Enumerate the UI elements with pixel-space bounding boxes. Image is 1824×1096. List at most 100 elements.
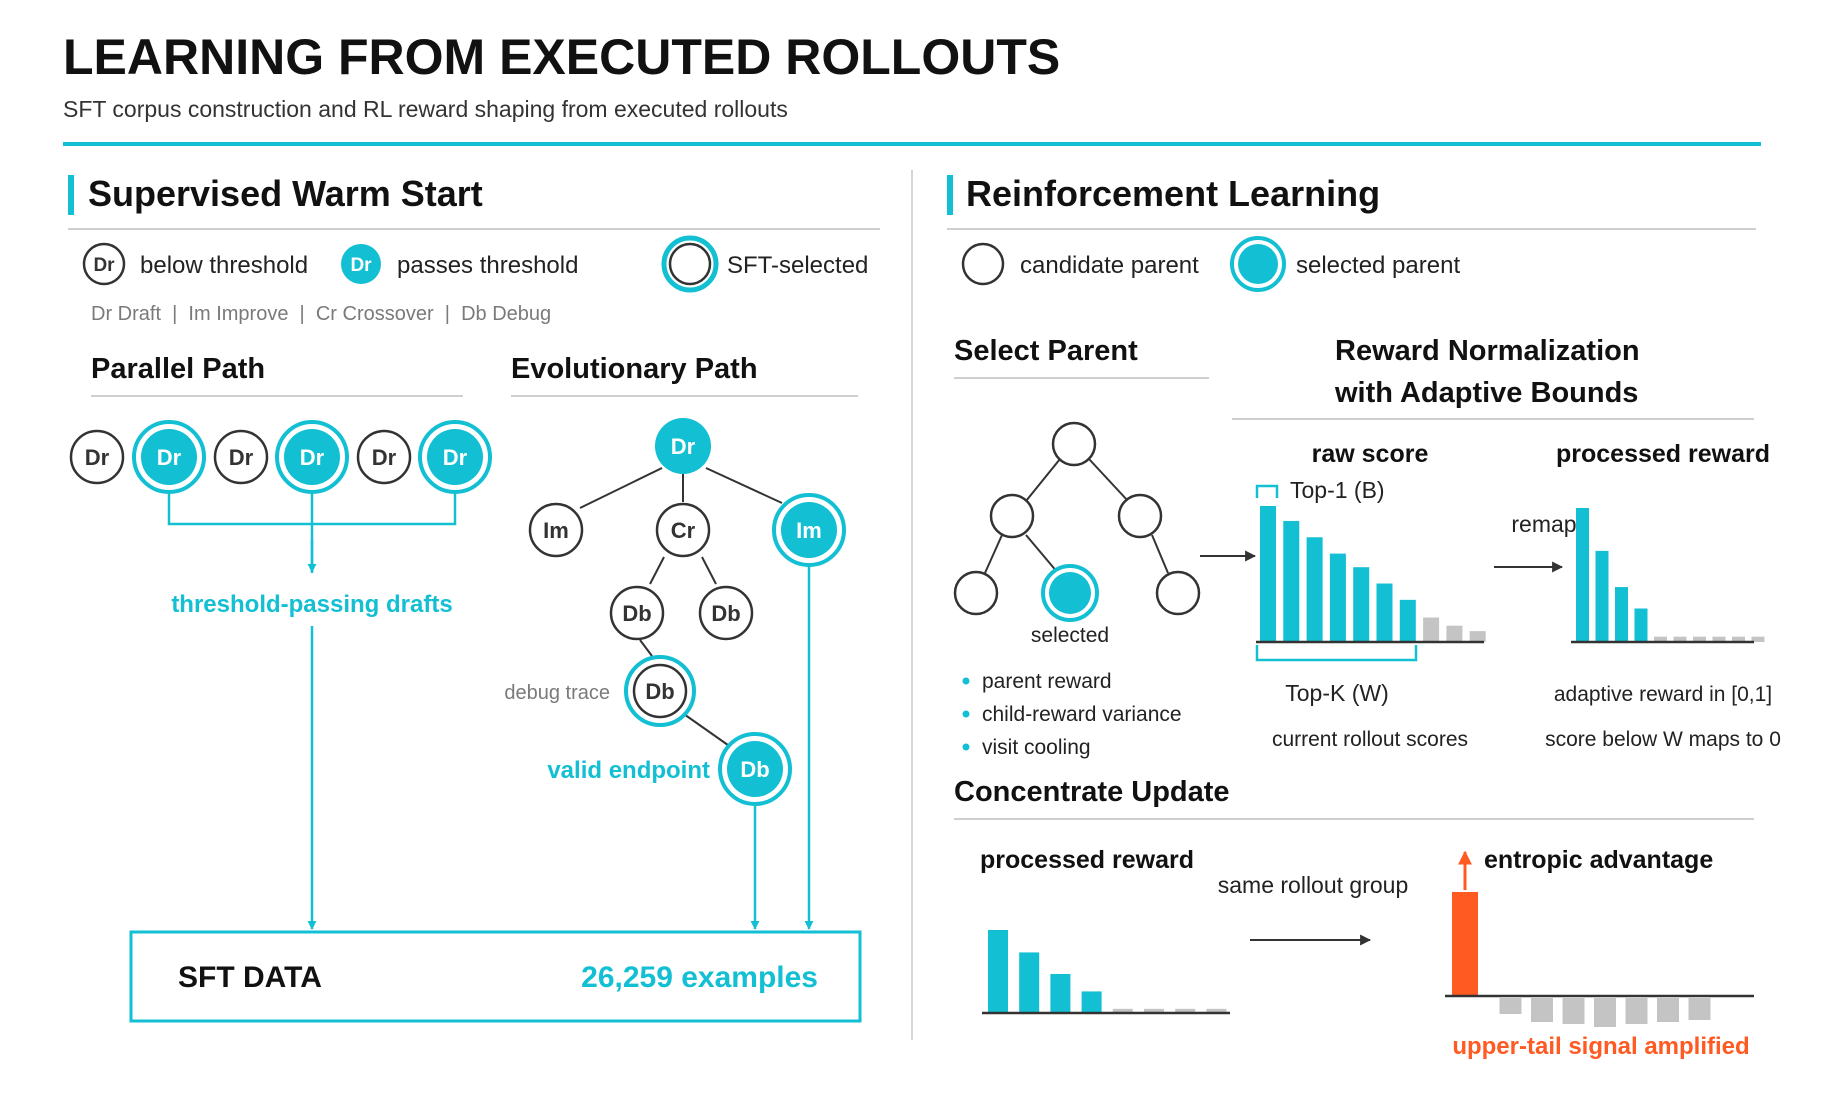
concentrate-processed-bar-1 — [988, 930, 1008, 1013]
parallel-heading: Parallel Path — [91, 353, 265, 385]
processed-caption-floor: score below W maps to 0 — [1545, 728, 1781, 751]
bullet-dot — [962, 743, 970, 751]
legend-selected-inner — [668, 242, 712, 286]
parallel-node-5-core — [356, 429, 412, 485]
legend-passes-threshold: Dr passes threshold — [341, 244, 578, 284]
topk-label: Top-K (W) — [1285, 680, 1389, 706]
evo-crossover-label: Cr — [671, 518, 696, 543]
processed-reward-bar-9 — [1732, 636, 1745, 642]
same-rollout-group-label: same rollout group — [1218, 872, 1409, 898]
parallel-node-2: Dr — [132, 420, 206, 494]
sft-data-count: 26,259 examples — [581, 961, 818, 994]
normalization-heading-line2: with Adaptive Bounds — [1334, 377, 1638, 409]
parallel-node-6: Dr — [418, 420, 492, 494]
evolutionary-edges — [579, 467, 783, 751]
parallel-node-2-core — [141, 429, 197, 485]
rl-heading-bar — [947, 175, 953, 215]
threshold-passing-caption: threshold-passing drafts — [171, 591, 452, 618]
remap-label: remap — [1511, 511, 1576, 537]
concentrate-processed-bars — [988, 930, 1227, 1013]
valid-endpoint-label: valid endpoint — [547, 757, 710, 784]
processed-reward-bar-7 — [1693, 636, 1706, 642]
raw-score-bar-5 — [1353, 567, 1370, 642]
abbreviation-key: Dr Draft | Im Improve | Cr Crossover | D… — [91, 303, 551, 325]
raw-score-bar-6 — [1376, 583, 1393, 642]
legend-candidate-node — [961, 242, 1005, 286]
parallel-node-3: Dr — [213, 429, 269, 485]
normalization-heading-line1: Reward Normalization — [1335, 335, 1640, 367]
legend-selected-parent-node — [1238, 244, 1278, 284]
tree-selected-node — [1049, 572, 1091, 614]
legend-passes-label: passes threshold — [397, 252, 578, 279]
evo-root-draft-core — [655, 418, 711, 474]
raw-score-bar-3 — [1306, 537, 1323, 642]
advantage-bar-6 — [1625, 998, 1648, 1024]
rl-panel: Reinforcement Learning candidate parent … — [947, 173, 1781, 1060]
concentrate-processed-bar-6 — [1144, 1008, 1164, 1013]
evo-debug-trace: Db — [624, 655, 696, 727]
sft-data-label: SFT DATA — [178, 961, 322, 994]
evo-improve-right: Im — [772, 493, 846, 567]
advantage-bar-8 — [1688, 998, 1711, 1020]
advantage-bar-7 — [1657, 998, 1679, 1022]
processed-reward-bar-10 — [1751, 636, 1765, 642]
evo-improve-left-label: Im — [543, 518, 569, 543]
raw-score-bar-2 — [1283, 520, 1300, 642]
bullet-visit-cooling: visit cooling — [982, 736, 1091, 759]
concentrate-processed-bar-2 — [1019, 952, 1040, 1013]
select-parent-heading: Select Parent — [954, 335, 1138, 367]
parallel-node-1-core — [69, 429, 125, 485]
evo-debug-trace-label: Db — [645, 679, 674, 704]
concentrate-processed-bar-8 — [1206, 1008, 1227, 1013]
parallel-node-5: Dr — [356, 429, 412, 485]
processed-caption-range: adaptive reward in [0,1] — [1554, 683, 1772, 706]
bullet-dot — [962, 677, 970, 685]
concentrate-processed-bar-7 — [1175, 1008, 1196, 1013]
rl-heading: Reinforcement Learning — [966, 173, 1380, 214]
top1-label: Top-1 (B) — [1290, 477, 1385, 503]
topk-bracket — [1255, 645, 1418, 662]
header-rule — [63, 142, 1761, 146]
evo-debug-left: Db — [609, 585, 665, 641]
legend-passes-node — [341, 244, 381, 284]
bullet-parent-reward: parent reward — [982, 670, 1112, 693]
legend-selected-label: SFT-selected — [727, 252, 868, 279]
processed-reward-bar-6 — [1673, 636, 1687, 642]
entropic-advantage-bars — [1452, 850, 1711, 1027]
evo-improve-right-label: Im — [796, 518, 822, 543]
tree-leaf-right-node — [1155, 570, 1201, 616]
evo-root-draft: Dr — [655, 418, 711, 474]
parallel-node-3-core — [213, 429, 269, 485]
tree-root-node — [1051, 421, 1097, 467]
processed-reward-title: processed reward — [1556, 440, 1770, 468]
debug-trace-label: debug trace — [504, 682, 610, 704]
concentrate-processed-title: processed reward — [980, 846, 1194, 874]
legend-below-node-label: Dr — [93, 255, 115, 276]
sft-heading-bar — [68, 175, 74, 215]
advantage-bar-2 — [1499, 998, 1522, 1014]
parallel-node-2-label: Dr — [157, 445, 182, 470]
evo-crossover: Cr — [655, 502, 711, 558]
parallel-node-3-label: Dr — [229, 445, 254, 470]
entropic-advantage-title: entropic advantage — [1484, 846, 1713, 874]
legend-below-label: below threshold — [140, 252, 308, 279]
top1-bracket — [1255, 484, 1279, 498]
concentrate-processed-bar-5 — [1112, 1008, 1133, 1013]
advantage-bar-4 — [1562, 998, 1585, 1024]
legend-below-node — [82, 242, 126, 286]
raw-score-bars — [1260, 506, 1486, 642]
parallel-node-5-label: Dr — [372, 445, 397, 470]
page-subtitle: SFT corpus construction and RL reward sh… — [63, 96, 788, 122]
sft-panel: Supervised Warm Start Dr below threshold… — [68, 173, 880, 1023]
evo-debug-right: Db — [698, 585, 754, 641]
evo-root-draft-label: Dr — [671, 434, 696, 459]
concentrate-processed-bar-4 — [1081, 991, 1102, 1013]
raw-score-bar-4 — [1329, 553, 1346, 642]
raw-score-title: raw score — [1312, 440, 1429, 468]
parallel-node-1-label: Dr — [85, 445, 110, 470]
raw-score-bar-8 — [1423, 617, 1440, 642]
parallel-node-6-core — [427, 429, 483, 485]
